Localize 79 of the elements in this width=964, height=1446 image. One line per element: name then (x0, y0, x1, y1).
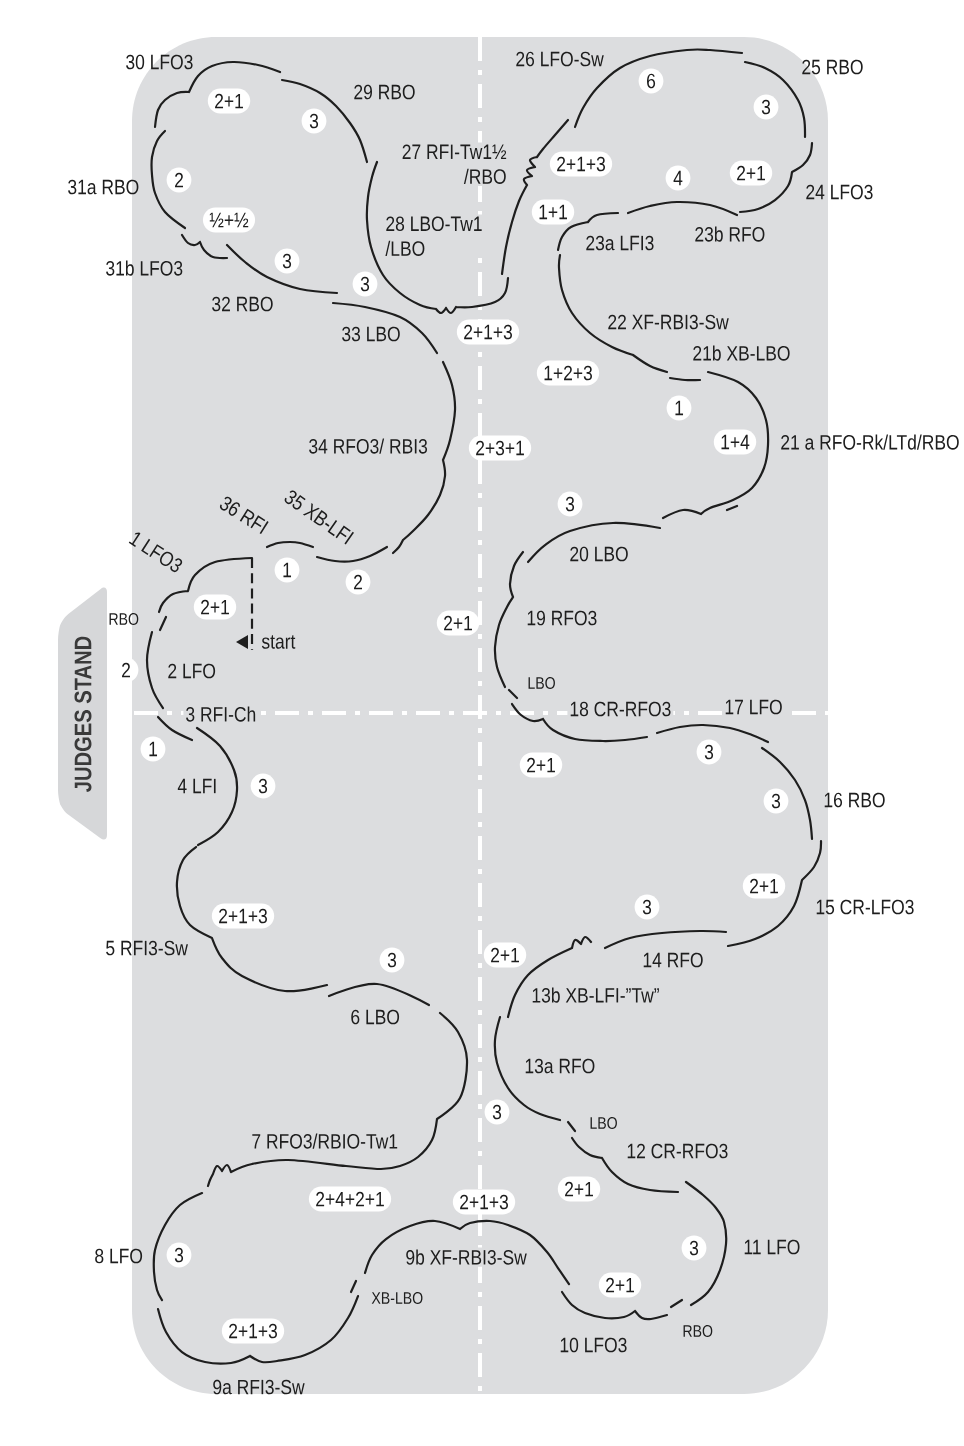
step-label: RBO (109, 613, 139, 625)
step-label: 36 RFI (219, 496, 269, 535)
step-label: RBO (683, 1325, 713, 1337)
judges-stand: JUDGES STAND (58, 587, 107, 840)
step-label: 20 LBO (570, 546, 628, 562)
count-bubble: 3 (484, 1099, 510, 1125)
step-label: 2 LFO (168, 663, 216, 679)
count-bubble: 1+4 (713, 429, 757, 455)
count-bubble: 3 (753, 94, 779, 120)
step-label: 1 LFO3 (128, 532, 183, 573)
count-bubble: 2+1 (207, 88, 251, 114)
step-label: 7 RFO3/RBIO-Tw1 (252, 1133, 398, 1149)
step-label: 12 CR-RFO3 (627, 1143, 728, 1159)
step-label: 23a LFI3 (586, 235, 654, 251)
count-bubble: 1 (274, 557, 300, 583)
count-bubble: 2+1 (557, 1176, 601, 1202)
step-label: 8 LFO (95, 1248, 143, 1264)
count-bubble: 2+1 (193, 594, 237, 620)
step-label: 13a RFO (525, 1058, 595, 1074)
count-bubble: 1 (140, 736, 166, 762)
count-bubble: 6 (638, 68, 664, 94)
count-bubble: 2+1+3 (221, 1318, 285, 1344)
node-label: 2 (122, 662, 130, 678)
step-label: 4 LFI (177, 778, 216, 794)
count-bubble: 1+2+3 (536, 360, 600, 386)
step-label: 27 RFI-Tw1½ /RBO (399, 142, 509, 186)
start-label: start (261, 635, 296, 649)
step-label: 10 LFO3 (560, 1337, 627, 1353)
step-label: 22 XF-RBI3-Sw (608, 314, 729, 330)
count-bubble: 2+1 (742, 873, 786, 899)
count-bubble: 2+1+3 (211, 903, 275, 929)
step-label: 34 RFO3/ RBI3 (309, 438, 428, 454)
count-bubble: 3 (250, 773, 276, 799)
count-bubble: 2+1 (483, 942, 527, 968)
step-label: 31b LFO3 (106, 260, 183, 276)
count-bubble: 1 (666, 395, 692, 421)
count-bubble: 3 (352, 271, 378, 297)
count-bubble: 2 (166, 167, 192, 193)
count-bubble: 2+1+3 (452, 1189, 516, 1215)
step-label: 21b XB-LBO (693, 345, 790, 361)
step-label: 9a RFI3-Sw (213, 1379, 305, 1395)
count-bubble: 3 (301, 108, 327, 134)
step-label: LBO (590, 1117, 617, 1129)
step-label: 33 LBO (342, 326, 400, 342)
count-bubble: 2 (113, 657, 139, 683)
step-label: 24 LFO3 (806, 184, 873, 200)
count-bubble: 3 (681, 1235, 707, 1261)
step-label: 28 LBO-Tw1 /LBO (383, 214, 485, 258)
count-bubble: 2+1+3 (549, 151, 613, 177)
count-bubble: 3 (696, 739, 722, 765)
count-bubble: 3 (274, 248, 300, 274)
count-bubble: 2 (345, 569, 371, 595)
count-bubble: 1+1 (531, 199, 575, 225)
count-bubble: 3 (379, 947, 405, 973)
count-bubble: 2+1+3 (456, 319, 520, 345)
count-bubble: 2+1 (729, 160, 773, 186)
count-bubble: 3 (166, 1242, 192, 1268)
step-label: 23b RFO (695, 226, 765, 242)
step-label: 3 RFI-Ch (183, 704, 259, 724)
step-label: 16 RBO (824, 792, 885, 808)
step-label: XB-LBO (371, 1292, 423, 1304)
step-label: 15 CR-LFO3 (816, 899, 914, 915)
step-label: 11 LFO (744, 1239, 800, 1255)
count-bubble: 3 (557, 491, 583, 517)
count-bubble: 3 (763, 788, 789, 814)
step-label: 9b XF-RBI3-Sw (403, 1247, 529, 1267)
step-label: LBO (528, 677, 555, 689)
count-bubble: ½+½ (202, 207, 256, 233)
step-label: 5 RFI3-Sw (106, 940, 188, 956)
count-bubble: 2+1 (519, 752, 563, 778)
count-bubble: 2+1 (436, 610, 480, 636)
step-label: 6 LBO (351, 1009, 400, 1025)
step-label: 19 RFO3 (527, 610, 597, 626)
step-label: 14 RFO (643, 952, 703, 968)
count-bubble: 3 (634, 894, 660, 920)
count-bubble: 2+3+1 (468, 435, 532, 461)
step-label: 13b XB-LFI-”Tw” (532, 987, 659, 1003)
count-bubble: 4 (665, 165, 691, 191)
count-bubble: 2+1 (598, 1272, 642, 1298)
